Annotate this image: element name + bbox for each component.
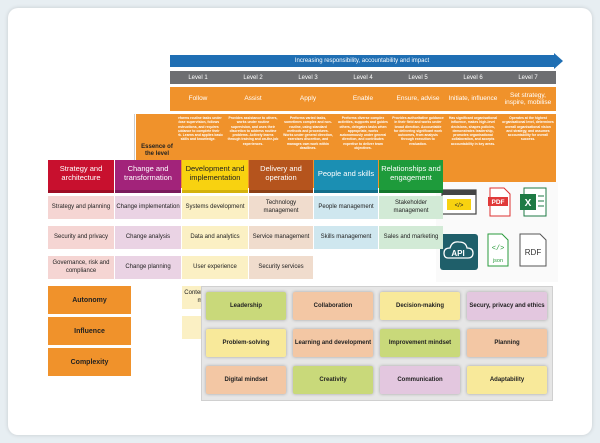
skill-change-analysis: Change analysis: [115, 226, 181, 249]
level-3-header: Level 3: [280, 71, 336, 84]
svg-text:</>: </>: [455, 203, 464, 209]
level-6-header: Level 6: [445, 71, 501, 84]
divider-line: [134, 114, 135, 162]
responsibility-label: Increasing responsibility, accountabilit…: [294, 58, 430, 64]
behaviour-adaptability: Adaptability: [467, 366, 547, 394]
data-formats-icons: </> PDF X API: [440, 187, 547, 270]
factor-complexity: Complexity: [48, 348, 131, 376]
level-7-description: Operates at the highest organisational l…: [500, 114, 556, 188]
rdf-file-icon: RDF: [519, 233, 547, 267]
level-6-description: Has significant organisational influence…: [445, 114, 501, 188]
skill-data-analytics: Data and analytics: [182, 226, 248, 249]
skill-people-management: People management: [314, 196, 378, 219]
behaviour-decision-making: Decision-making: [380, 292, 460, 320]
skill-security-services: Security services: [249, 256, 313, 279]
level-6-name: Initiate, influence: [445, 87, 501, 111]
svg-text:</>: </>: [492, 245, 505, 253]
behaviour-communication: Communication: [380, 366, 460, 394]
category-title: Relationships and engagement: [381, 164, 441, 182]
skill-security-privacy: Security and privacy: [48, 226, 114, 249]
level-5-header: Level 5: [390, 71, 446, 84]
factor-autonomy: Autonomy: [48, 286, 131, 314]
skill-strategy-planning: Strategy and planning: [48, 196, 114, 219]
behaviour-planning: Planning: [467, 329, 547, 357]
category-underline: [314, 190, 378, 193]
category-strategy-architecture: Strategy and architecture: [48, 160, 114, 193]
json-label: json: [492, 258, 503, 264]
data-formats-panel: </> PDF X API: [436, 182, 558, 282]
category-people-skills: People and skills: [314, 160, 378, 193]
browser-icon: </>: [441, 189, 477, 215]
level-1-name: Follow: [170, 87, 226, 111]
category-delivery-operation: Delivery and operation: [249, 160, 313, 193]
skill-technology-management: Technology management: [249, 196, 313, 219]
skill-governance-risk-compliance: Governance, risk and compliance: [48, 256, 114, 279]
behaviour-digital-mindset: Digital mindset: [206, 366, 286, 394]
svg-text:X: X: [525, 198, 532, 209]
skills-framework-diagram: Increasing responsibility, accountabilit…: [8, 8, 592, 435]
category-title: Development and implementation: [185, 164, 245, 182]
pdf-label: PDF: [492, 199, 505, 206]
skill-sales-marketing: Sales and marketing: [379, 226, 443, 249]
level-2-name: Assist: [225, 87, 281, 111]
level-1-header: Level 1: [170, 71, 226, 84]
level-5-name: Ensure, advise: [390, 87, 446, 111]
level-7-name: Set strategy, inspire, mobilise: [500, 87, 556, 111]
factor-influence: Influence: [48, 317, 131, 345]
category-change-transformation: Change and transformation: [115, 160, 181, 193]
behaviour-creativity: Creativity: [293, 366, 373, 394]
category-underline: [115, 190, 181, 193]
behaviour-problem-solving: Problem-solving: [206, 329, 286, 357]
pdf-icon: PDF: [488, 187, 511, 217]
level-3-name: Apply: [280, 87, 336, 111]
skill-stakeholder-management: Stakeholder management: [379, 196, 443, 219]
category-title: Delivery and operation: [260, 164, 302, 182]
level-4-name: Enable: [335, 87, 391, 111]
api-label: API: [451, 249, 464, 258]
rdf-label: RDF: [525, 248, 542, 257]
behaviour-learning-development: Learning and development: [293, 329, 373, 357]
responsibility-arrow: Increasing responsibility, accountabilit…: [170, 53, 563, 69]
behaviour-improvement-mindset: Improvement mindset: [380, 329, 460, 357]
category-underline: [379, 190, 443, 193]
skill-systems-development: Systems development: [182, 196, 248, 219]
level-4-header: Level 4: [335, 71, 391, 84]
category-underline: [249, 190, 313, 193]
excel-icon: X: [520, 187, 547, 217]
category-underline: [182, 190, 248, 193]
skill-skills-management: Skills management: [314, 226, 378, 249]
category-title: People and skills: [317, 168, 375, 178]
category-relationships-engagement: Relationships and engagement: [379, 160, 443, 193]
level-2-header: Level 2: [225, 71, 281, 84]
category-title: Strategy and architecture: [59, 164, 103, 182]
behaviour-collaboration: Collaboration: [293, 292, 373, 320]
category-title: Change and transformation: [124, 164, 172, 182]
category-underline: [48, 190, 114, 193]
skill-service-management: Service management: [249, 226, 313, 249]
essence-label-text: Essence of the level: [141, 143, 173, 157]
behaviour-leadership: Leadership: [206, 292, 286, 320]
skill-user-experience: User experience: [182, 256, 248, 279]
json-file-icon: </> json: [487, 233, 509, 267]
api-cloud-icon: API: [440, 234, 478, 270]
level-7-header: Level 7: [500, 71, 556, 84]
skill-change-implementation: Change implementation: [115, 196, 181, 219]
essence-of-level-label: Essence of the level: [136, 114, 178, 162]
behaviour-security-privacy-ethics: Secury, privacy and ethics: [467, 292, 547, 320]
category-development-implementation: Development and implementation: [182, 160, 248, 193]
skill-change-planning: Change planning: [115, 256, 181, 279]
